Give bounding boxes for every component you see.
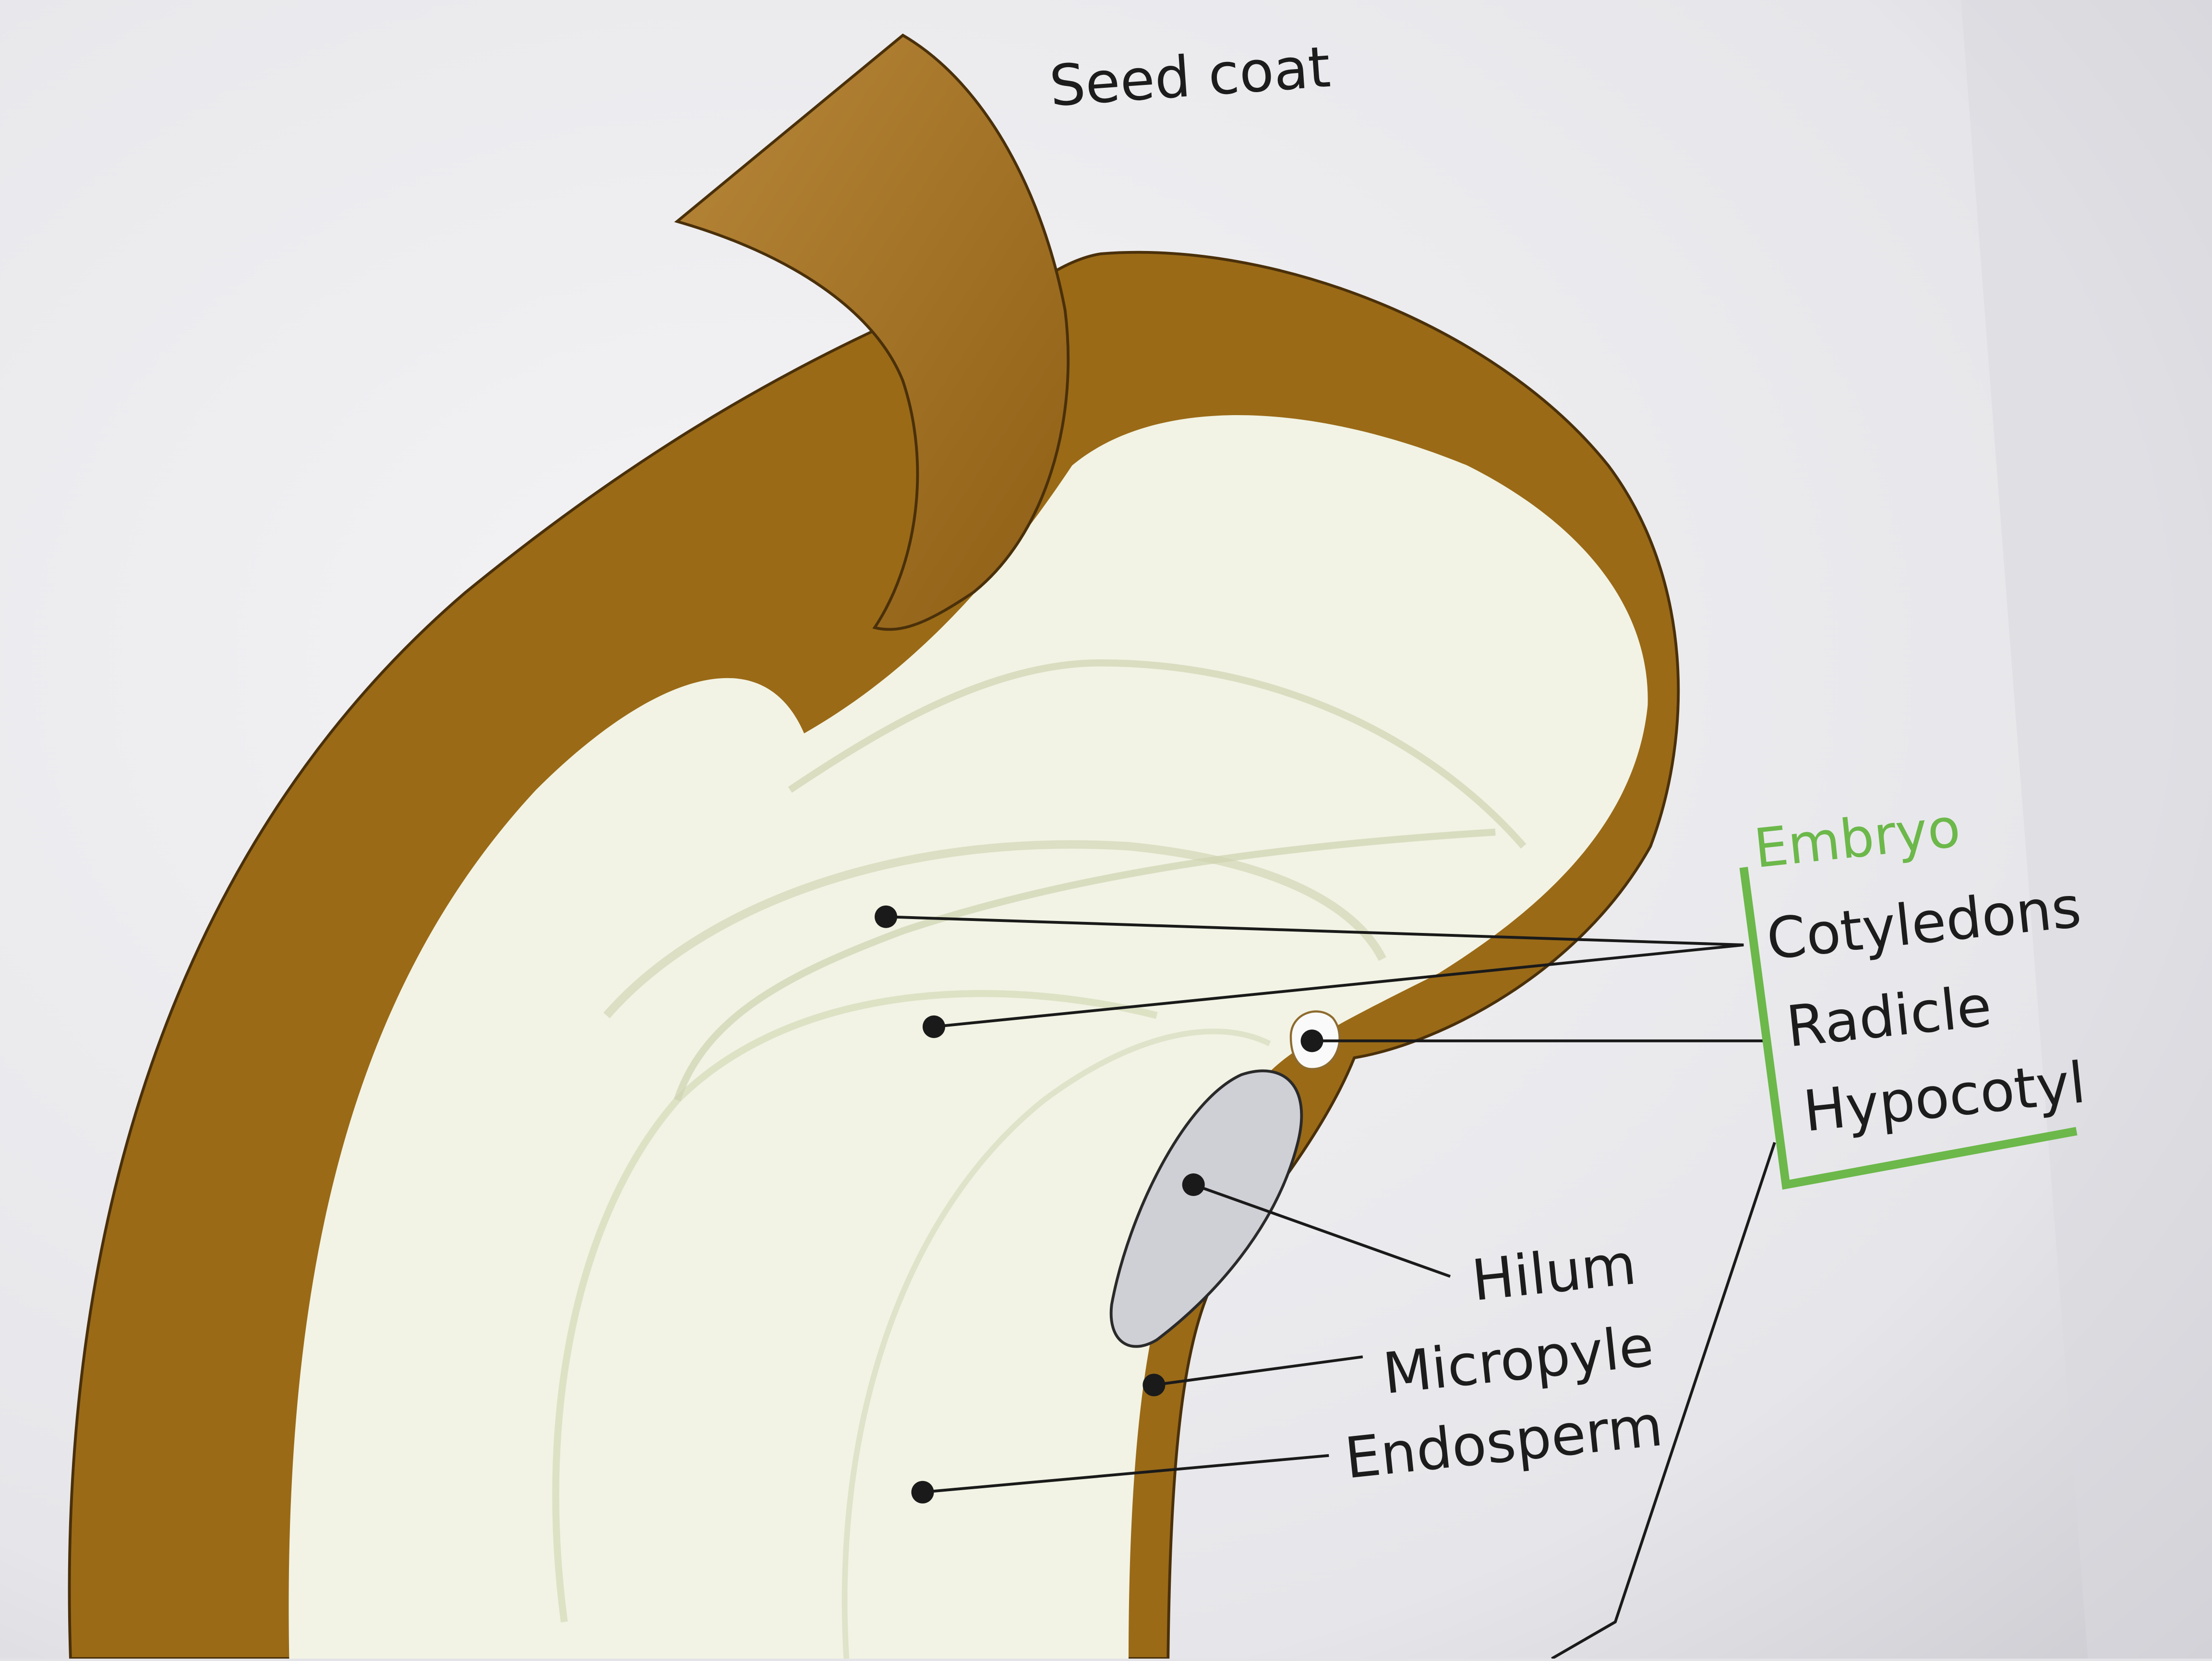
dot-radicle	[1300, 1029, 1323, 1052]
leader-micropyle	[1154, 1355, 1363, 1386]
dot-cotyledons-a	[875, 905, 898, 928]
monitor-edge	[1960, 0, 2212, 1659]
leader-cotyledons-a	[886, 915, 1744, 946]
leader-hypocotyl	[1551, 1142, 1776, 1660]
dot-endosperm	[911, 1481, 934, 1504]
interior-vein	[673, 828, 1496, 1101]
seed-coat-flap	[674, 33, 1070, 631]
leader-dots	[875, 905, 1323, 1504]
dot-micropyle	[1142, 1374, 1166, 1397]
hilum-shape	[1109, 1069, 1303, 1348]
leader-cotyledons-b	[934, 944, 1744, 1028]
cotyledon-inner-line	[552, 990, 1158, 1623]
dot-hilum	[1182, 1173, 1205, 1196]
leader-hilum	[1193, 1183, 1451, 1278]
interior-crease	[788, 659, 1527, 849]
leader-endosperm	[922, 1454, 1329, 1494]
embryo-axis-line	[842, 1028, 1271, 1659]
leader-lines	[886, 915, 1776, 1660]
dot-cotyledons-b	[922, 1015, 945, 1038]
embryo-bracket	[1739, 867, 2078, 1190]
cotyledon-outline	[603, 840, 1386, 1018]
seed-interior	[289, 415, 1648, 1659]
